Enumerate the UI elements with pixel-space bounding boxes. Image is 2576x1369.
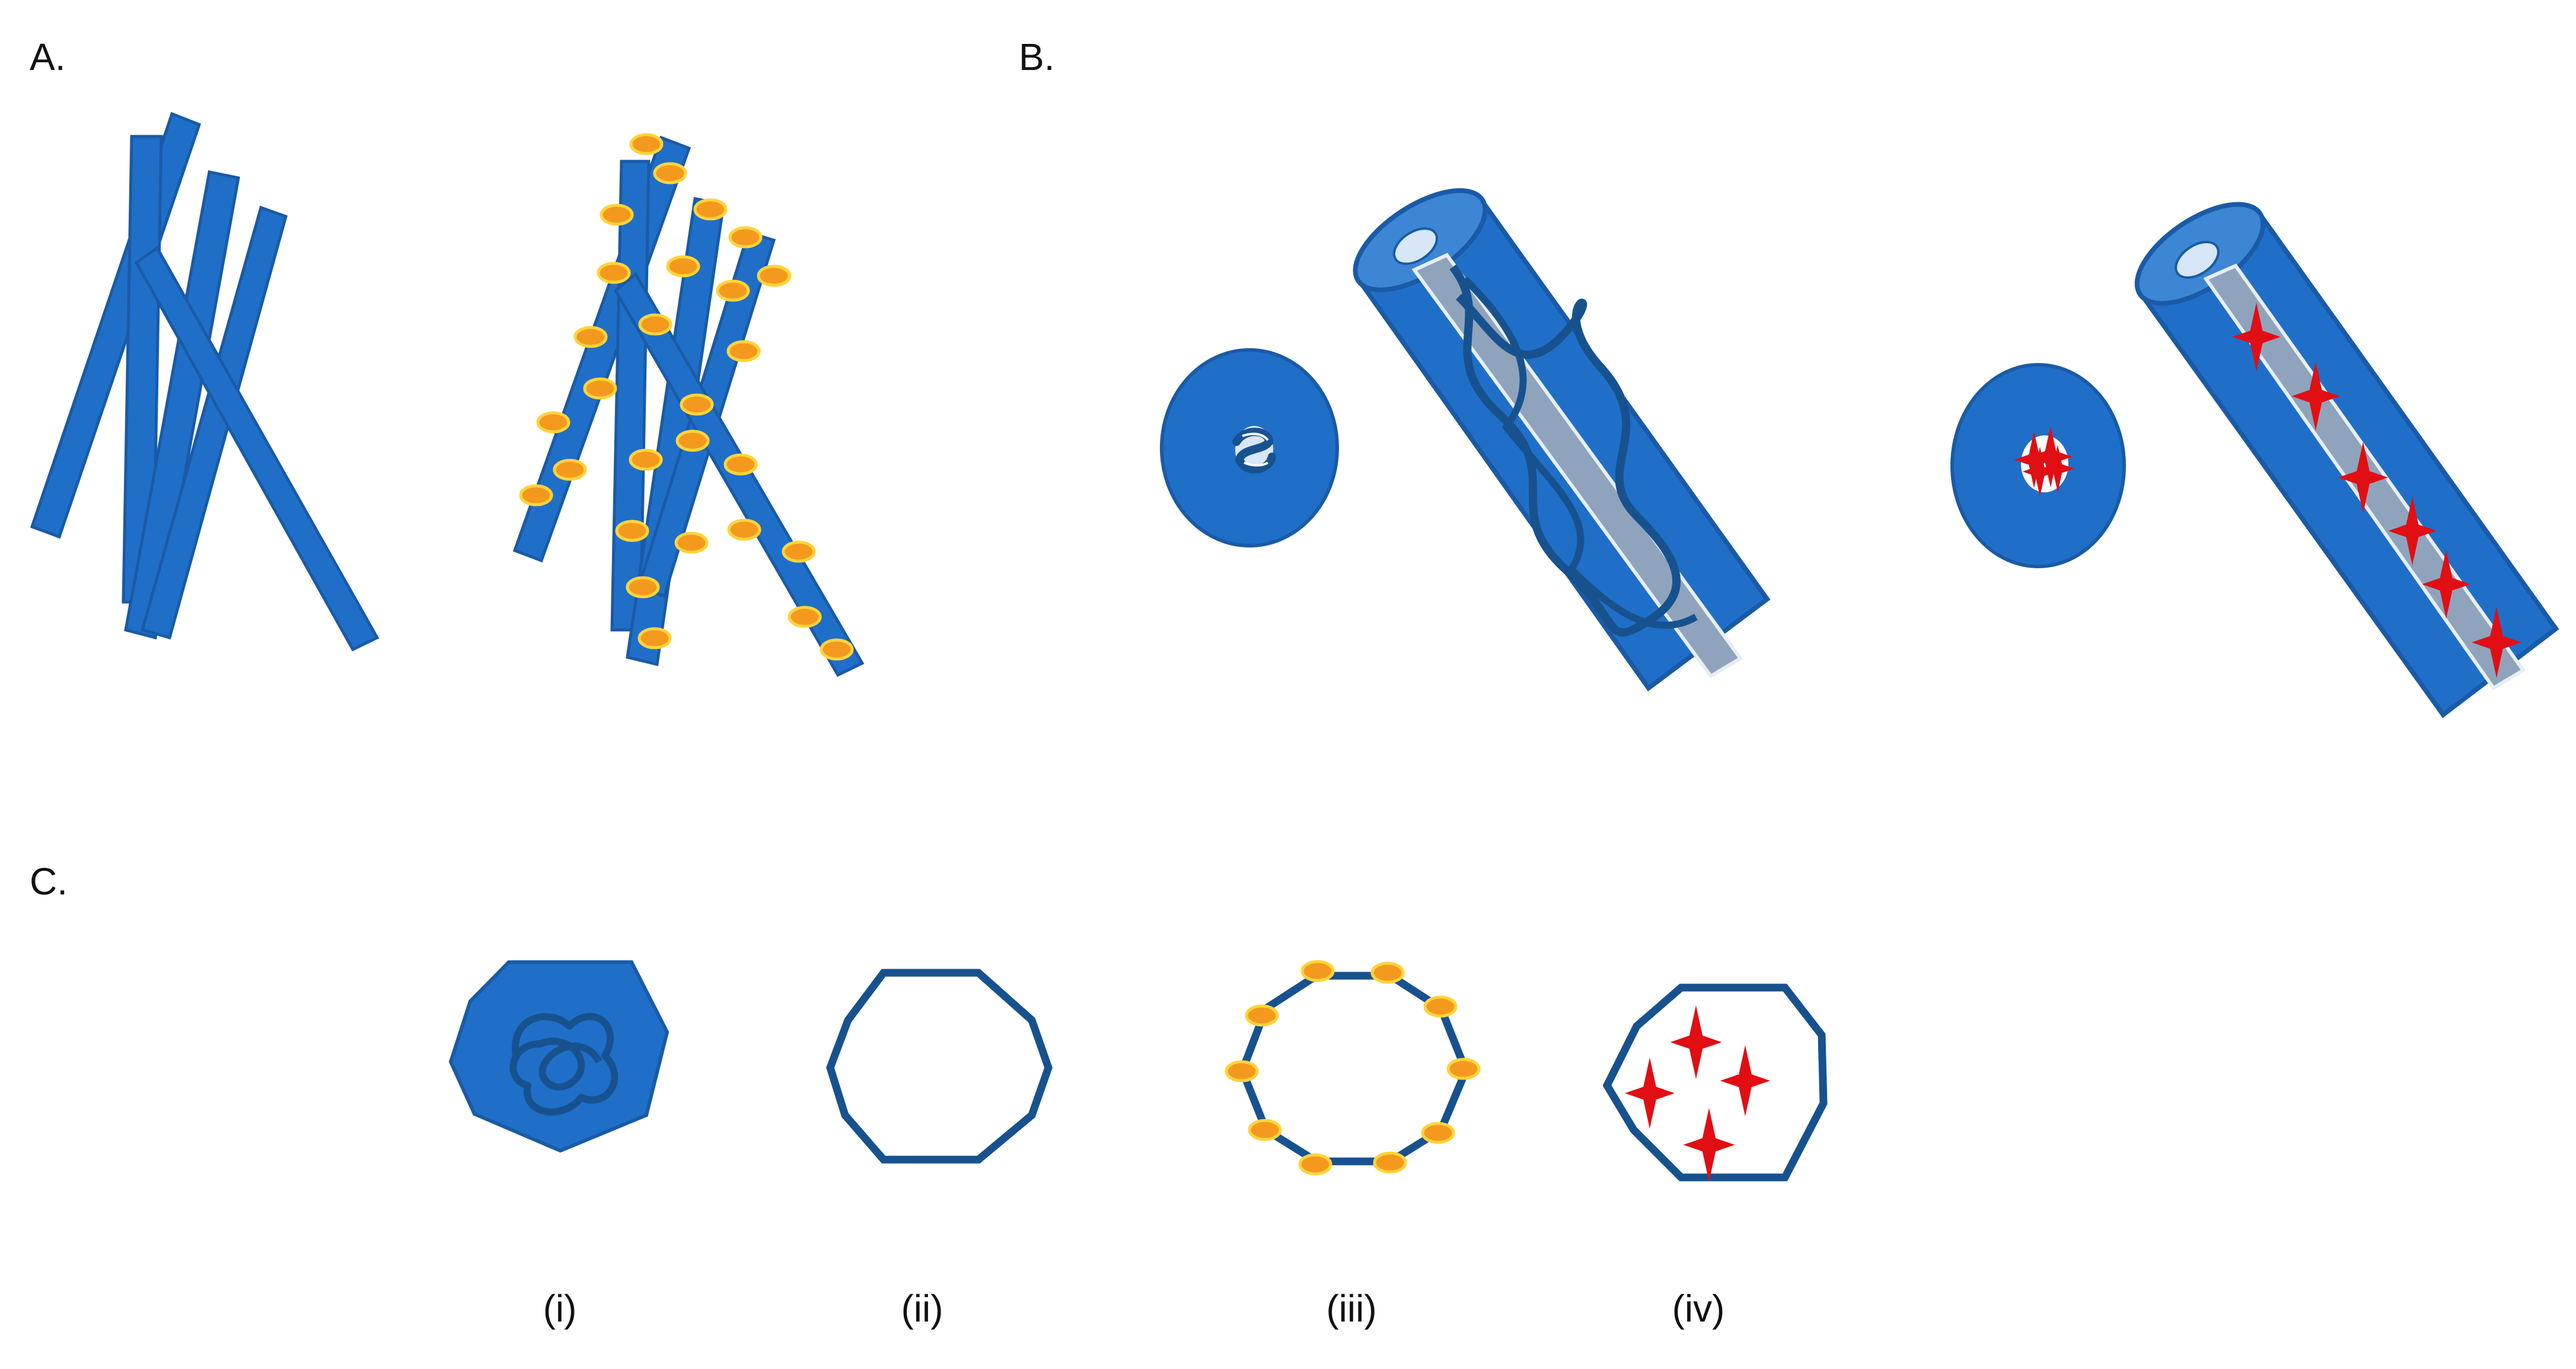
- sparkle-star-icon: [1720, 1045, 1770, 1116]
- cross-section-empty: [826, 969, 1053, 1164]
- panel-label-b: B.: [1019, 36, 1054, 78]
- sparkle-star-icon: [2422, 550, 2470, 619]
- fiber-rod: [140, 205, 288, 640]
- nanoparticle-dot-icon: [1446, 1058, 1481, 1080]
- nanoparticle-dot-icon: [1373, 1151, 1407, 1174]
- nanoparticle-dot-icon: [626, 576, 660, 598]
- nanoparticle-dot-icon: [728, 226, 763, 249]
- nanoparticle-dot-icon: [600, 203, 634, 226]
- nanoparticle-dot-icon: [726, 340, 761, 362]
- sparkle-star-icon: [2472, 607, 2521, 678]
- nanoparticle-dot-icon: [1298, 1153, 1332, 1176]
- nanoparticle-dot-icon: [583, 377, 617, 400]
- caption-iii: (iii): [1326, 1287, 1376, 1330]
- nanoparticle-dot-icon: [573, 326, 608, 348]
- sparkle-star-icon: [2029, 426, 2073, 488]
- caption-ii: (ii): [901, 1287, 943, 1330]
- nanoparticle-dot-icon: [597, 262, 631, 284]
- nanoparticle-dot-icon: [536, 411, 570, 434]
- nanoparticle-dot-icon: [1421, 1122, 1455, 1144]
- hollow-fiber-with-strand: [1353, 188, 1771, 692]
- nanoparticle-dot-icon: [1248, 1119, 1282, 1141]
- caption-iv: (iv): [1672, 1287, 1725, 1330]
- nanoparticle-dot-icon: [629, 448, 663, 471]
- sparkle-star-icon: [2041, 445, 2074, 492]
- nanoparticle-dot-icon: [693, 198, 728, 221]
- nanoparticle-dot-icon: [675, 429, 710, 452]
- nanoparticle-dot-icon: [653, 162, 687, 184]
- nanoparticle-dot-icon: [553, 459, 587, 481]
- fiber-cross-section-strand: [1160, 348, 1339, 547]
- sparkle-star-icon: [1683, 1108, 1735, 1182]
- nanoparticle-dot-icon: [1300, 960, 1335, 982]
- nanoparticle-dot-icon: [666, 255, 700, 278]
- nanoparticle-dot-icon: [638, 313, 672, 336]
- nanoparticle-group: [1225, 960, 1481, 1176]
- sparkle-star-icon: [2338, 442, 2388, 513]
- nanoparticle-dot-icon: [615, 520, 649, 542]
- sparkle-star-icon: [2014, 431, 2054, 488]
- nanoparticle-dot-icon: [1245, 1004, 1279, 1027]
- nanoparticle-dot-icon: [519, 484, 553, 507]
- nanoparticle-dot-icon: [1423, 995, 1458, 1018]
- cross-section-star-filled: [1602, 983, 1828, 1182]
- nanoparticle-dot-icon: [723, 453, 758, 476]
- nanoparticle-dot-icon: [1370, 962, 1405, 984]
- sparkle-star-icon: [1625, 1058, 1675, 1129]
- sparkle-star-icon: [2232, 303, 2281, 371]
- nanoparticle-dot-icon: [820, 638, 854, 661]
- sparkle-star-icon: [2022, 447, 2058, 496]
- nanoparticle-dot-icon: [680, 393, 714, 416]
- caption-i: (i): [543, 1287, 577, 1330]
- nanoparticle-dot-icon: [629, 133, 664, 155]
- helix-strand-icon: [1449, 264, 1681, 637]
- nanoparticle-dot-icon: [757, 265, 791, 287]
- nanoparticle-dot-icon: [788, 606, 822, 628]
- sparkle-star-icon: [2291, 362, 2340, 431]
- star-cargo-group: [2014, 426, 2074, 496]
- star-cargo-group: [2232, 303, 2521, 678]
- cross-section-strand-filled: [448, 960, 669, 1153]
- fiber-rod: [124, 170, 240, 640]
- star-cargo-group: [1625, 1005, 1770, 1182]
- sparkle-star-icon: [1670, 1005, 1722, 1079]
- nanoparticle-dot-icon: [727, 518, 761, 541]
- panel-label-c: C.: [30, 860, 68, 903]
- fiber-rod: [134, 246, 380, 652]
- sparkle-star-icon: [2388, 496, 2437, 565]
- panel-label-a: A.: [30, 36, 65, 78]
- nanoparticle-dot-icon: [637, 627, 672, 650]
- nanoparticle-group: [519, 133, 854, 661]
- nanoparticle-dot-icon: [782, 540, 816, 563]
- nanoparticle-dot-icon: [716, 279, 750, 302]
- helix-strand-icon: [509, 1013, 619, 1116]
- nanoparticle-dot-icon: [674, 531, 709, 554]
- bare-fiber-bundle: [30, 112, 380, 652]
- nanoparticle-dot-icon: [1225, 1060, 1259, 1083]
